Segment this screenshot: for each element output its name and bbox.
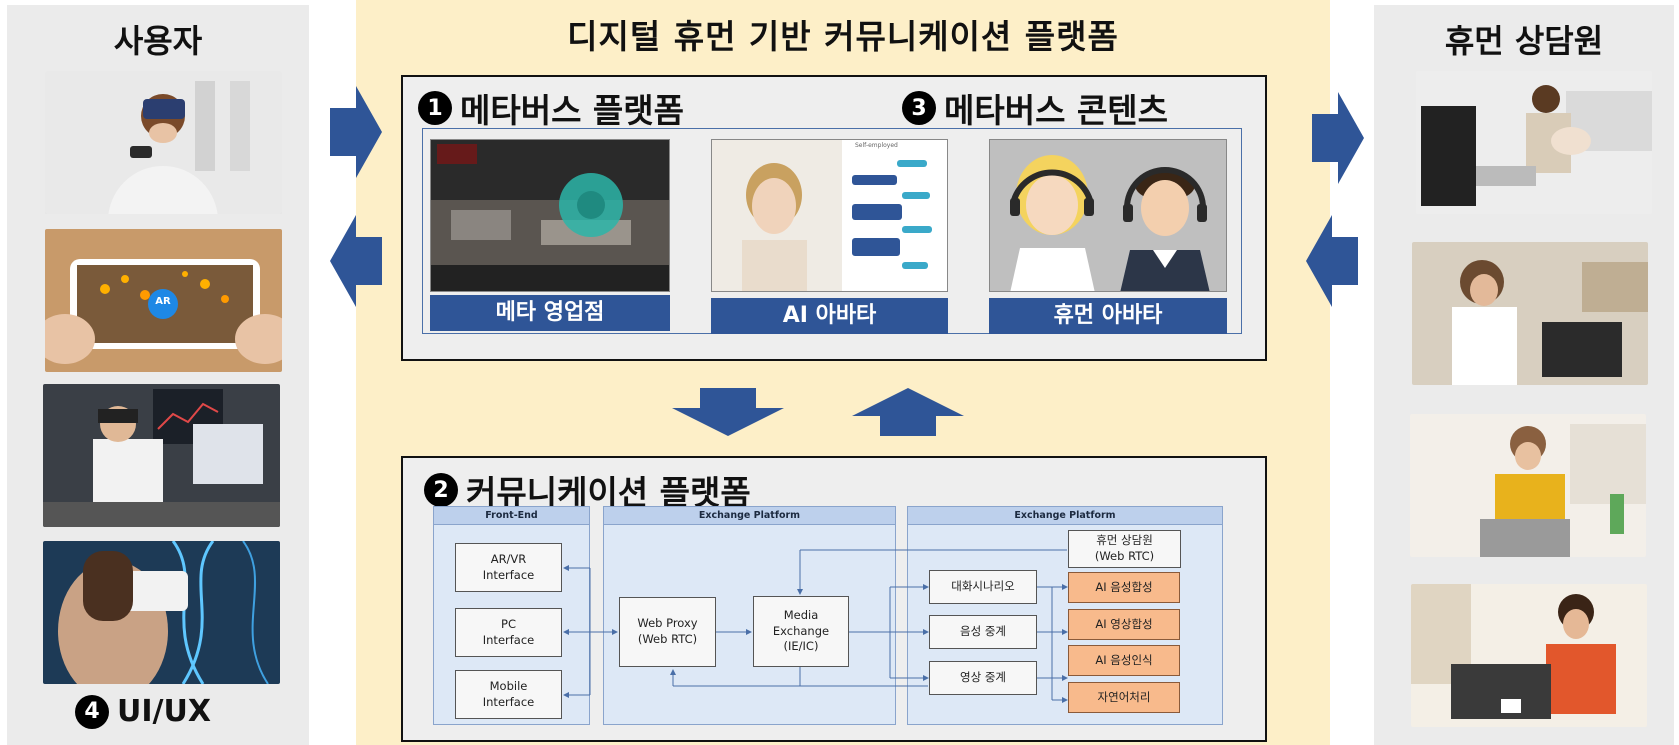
uiux-label: UI/UX <box>117 694 211 729</box>
video-relay-node: 영상 중계 <box>929 661 1037 695</box>
web-proxy-line1: Web Proxy <box>637 616 698 631</box>
agent-title: 휴먼 상담원 <box>1444 22 1604 60</box>
human-avatar-thumbnail <box>989 139 1227 292</box>
user-trader-photo <box>43 384 280 527</box>
human-agent-line2: (Web RTC) <box>1094 549 1155 563</box>
contents-number-badge: 3 <box>902 91 936 125</box>
agent-photo-call-center <box>1411 584 1647 727</box>
arrow-right-into-platform-icon <box>330 86 382 178</box>
user-vr-dna-photo <box>43 541 280 684</box>
human-agent-webrtc-node: 휴먼 상담원(Web RTC) <box>1068 530 1181 568</box>
ai-avatar-thumbnail: Self-employed <box>711 139 948 292</box>
ai-avatar-label: AI 아바타 <box>711 298 948 334</box>
media-exchange-line2: Exchange <box>772 623 830 638</box>
user-ar-photo: AR <box>45 229 282 372</box>
communication-number-badge: 2 <box>424 473 458 507</box>
ar-badge: AR <box>155 296 171 307</box>
ai-voice-synthesis-node: AI 음성합성 <box>1068 572 1180 603</box>
agent-photo-laptop <box>1410 414 1646 557</box>
contents-title: 메타버스 콘텐츠 <box>944 91 1169 130</box>
arrow-down-icon <box>672 388 784 436</box>
communication-heading: 2 커뮤니케이션 플랫폼 <box>424 466 751 514</box>
arvr-line1: AR/VR <box>490 551 527 566</box>
agent-photo-headset <box>1412 242 1648 385</box>
main-title: 디지털 휴먼 기반 커뮤니케이션 플랫폼 <box>567 17 1119 56</box>
voice-relay-node: 음성 중계 <box>929 615 1037 649</box>
dialog-scenario-node: 대화시나리오 <box>929 570 1037 604</box>
user-vr-photo <box>45 71 282 214</box>
uiux-heading: 4 UI/UX <box>75 694 211 729</box>
arrow-left-to-user-icon <box>330 215 382 307</box>
human-agent-line1: 휴먼 상담원 <box>1096 533 1153 548</box>
human-avatar-label: 휴먼 아바타 <box>989 298 1227 334</box>
exchange-column-2-header: Exchange Platform <box>908 507 1222 525</box>
web-proxy-node: Web Proxy(Web RTC) <box>619 597 716 667</box>
metaverse-contents-heading: 3 메타버스 콘텐츠 <box>902 84 1168 132</box>
arvr-line2: Interface <box>482 567 535 582</box>
user-title: 사용자 <box>113 22 203 60</box>
chat-header: Self-employed <box>855 142 898 149</box>
platform-number-badge: 1 <box>418 91 452 125</box>
mobile-line2: Interface <box>482 694 535 709</box>
frontend-column-header: Front-End <box>434 507 589 525</box>
uiux-number-badge: 4 <box>75 694 109 729</box>
ai-video-synthesis-node: AI 영상합성 <box>1068 609 1180 640</box>
mobile-line1: Mobile <box>489 678 528 693</box>
media-exchange-line3: (IE/IC) <box>783 639 819 654</box>
nlp-node: 자연어처리 <box>1068 682 1180 713</box>
arrow-left-from-agent-icon <box>1306 215 1358 307</box>
meta-branch-label: 메타 영업점 <box>430 295 670 331</box>
arrow-up-icon <box>852 388 964 436</box>
media-exchange-line1: Media <box>783 608 819 623</box>
pc-line1: PC <box>501 616 516 631</box>
pc-line2: Interface <box>482 632 535 647</box>
platform-title: 메타버스 플랫폼 <box>460 91 685 130</box>
meta-branch-thumbnail <box>430 139 670 292</box>
agent-photo-mother <box>1416 71 1652 214</box>
metaverse-platform-heading: 1 메타버스 플랫폼 <box>418 84 684 132</box>
exchange-column-1-header: Exchange Platform <box>604 507 895 525</box>
communication-title: 커뮤니케이션 플랫폼 <box>466 473 751 512</box>
ai-speech-recognition-node: AI 음성인식 <box>1068 645 1180 676</box>
web-proxy-line2: (Web RTC) <box>637 632 698 646</box>
arrow-right-to-agent-icon <box>1312 92 1364 184</box>
